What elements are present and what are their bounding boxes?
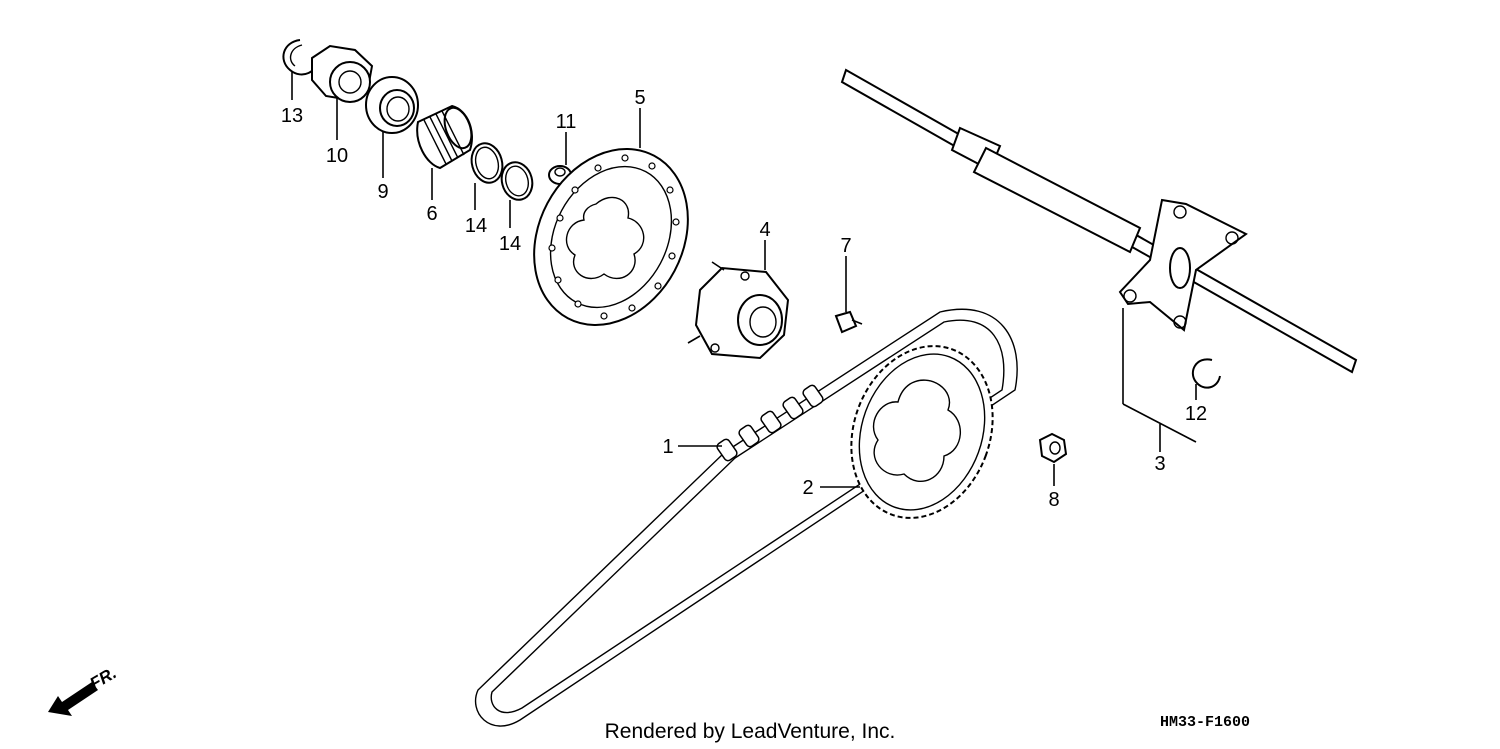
bolt-part-7 <box>834 310 863 334</box>
bearing-part-9 <box>365 76 419 134</box>
part-label: 14 <box>465 215 487 237</box>
o-ring-part-14a <box>470 142 504 184</box>
arrow-icon <box>48 682 98 716</box>
circlip-part-12 <box>1191 358 1221 389</box>
drive-chain-part-1 <box>474 308 1018 727</box>
nut-part-8 <box>1038 432 1068 464</box>
part-label: 6 <box>426 203 437 225</box>
front-direction-arrow: FR. <box>48 663 120 716</box>
part-label: 8 <box>1048 489 1059 511</box>
part-label: 2 <box>802 477 813 499</box>
part-label: 14 <box>499 233 521 255</box>
hub-part-4 <box>687 261 790 360</box>
part-label: 4 <box>759 219 770 241</box>
o-ring-part-14b <box>500 161 534 201</box>
part-label: 7 <box>840 235 851 257</box>
lock-nut-part-10 <box>311 44 374 103</box>
part-label: 12 <box>1185 403 1207 425</box>
axle-part-3 <box>840 68 1358 374</box>
leader-lines <box>291 72 1197 488</box>
brake-disc-part-5 <box>533 148 689 326</box>
part-labels: 1 2 3 4 5 6 7 8 9 10 11 12 13 14 14 <box>281 87 1207 511</box>
part-label: 5 <box>634 87 645 109</box>
part-label: 3 <box>1154 453 1165 475</box>
render-credit: Rendered by LeadVenture, Inc. <box>605 720 896 743</box>
part-label: 9 <box>377 181 388 203</box>
collar-part-6 <box>416 104 473 170</box>
diagram-code: HM33-F1600 <box>1160 714 1250 731</box>
part-label: 10 <box>326 145 348 167</box>
part-label: 13 <box>281 105 303 127</box>
sprocket-part-2 <box>850 345 994 519</box>
part-label: 11 <box>556 111 577 133</box>
part-label: 1 <box>662 436 673 458</box>
